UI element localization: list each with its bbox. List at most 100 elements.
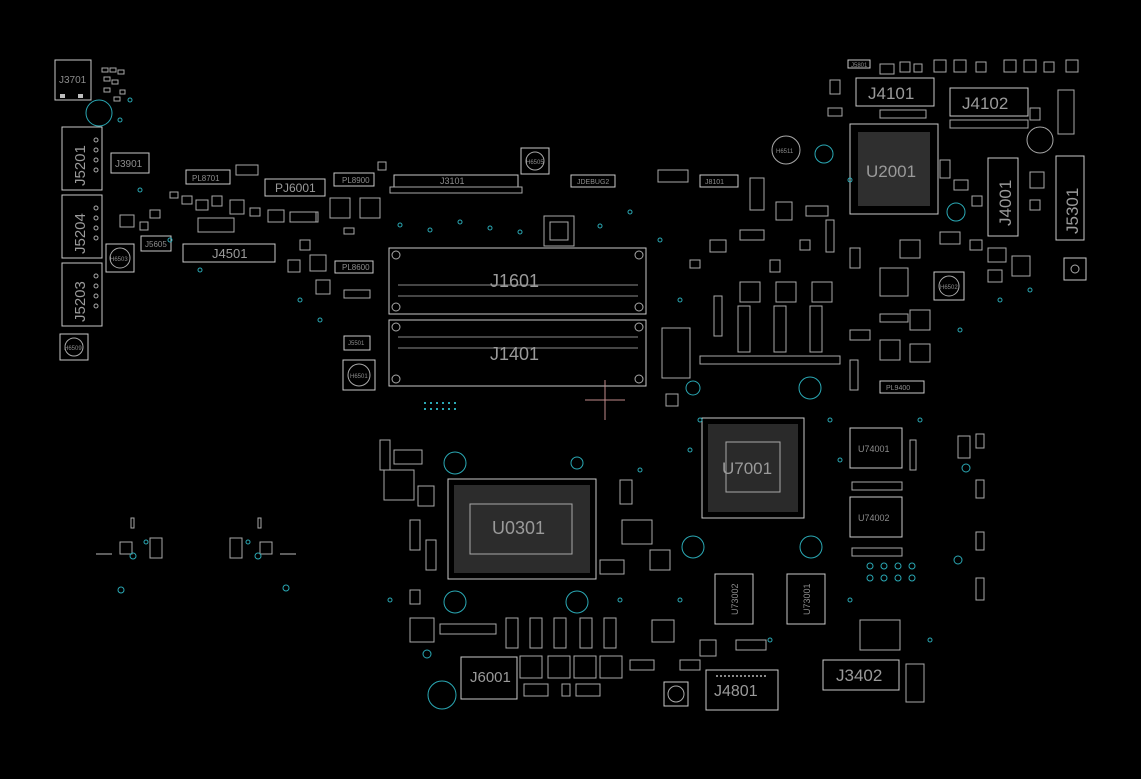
svg-text:PJ6001: PJ6001 — [275, 181, 316, 195]
connector-j3901[interactable]: J3901 — [110, 152, 150, 174]
dimm-slot-j1401[interactable]: J1401 — [388, 319, 647, 387]
smd-part — [665, 393, 679, 407]
connector-j5605[interactable]: J5605 — [140, 235, 172, 252]
smd-cluster-upper-right — [805, 79, 1045, 391]
connector-j3101[interactable]: J3101 — [389, 174, 523, 194]
chip-u0301[interactable]: U0301 — [447, 478, 597, 580]
svg-text:J3101: J3101 — [440, 176, 465, 186]
smd-cluster-cpu-left — [379, 439, 671, 575]
inductor-pj6001[interactable]: PJ6001 — [264, 178, 326, 197]
svg-text:J5605: J5605 — [145, 240, 167, 249]
chip-u2001[interactable]: U2001 — [849, 123, 939, 215]
chip-u74001[interactable]: U74001 — [849, 427, 903, 469]
svg-text:H6509: H6509 — [64, 346, 82, 352]
connector-j5801[interactable]: J5801 — [847, 59, 871, 69]
connector-j8101[interactable]: J8101 — [699, 174, 739, 188]
chip-u74002[interactable]: U74002 — [849, 496, 903, 538]
test-pad — [1063, 257, 1087, 281]
chip-u73001[interactable]: U73001 — [786, 573, 826, 625]
mounting-pad — [1026, 126, 1054, 154]
connector-j5501[interactable]: J5501 — [343, 335, 371, 351]
connector-vertical — [1057, 89, 1075, 135]
connector-j4801[interactable]: J4801 — [705, 669, 779, 711]
svg-text:J5801: J5801 — [851, 63, 868, 69]
svg-text:PL9400: PL9400 — [886, 385, 910, 392]
mounting-hole — [798, 376, 822, 400]
connector-j4001[interactable]: J4001 — [987, 157, 1019, 237]
cursor-crosshair — [585, 380, 625, 420]
inductor-pl8600[interactable]: PL8600 — [334, 260, 374, 274]
svg-text:U7001: U7001 — [722, 459, 772, 478]
mounting-hole — [427, 680, 457, 710]
inductor-row-middle — [689, 201, 841, 365]
svg-text:U0301: U0301 — [492, 518, 545, 538]
dimm-slot-j1601[interactable]: J1601 — [388, 247, 647, 315]
svg-text:U2001: U2001 — [866, 162, 916, 181]
label-j5204: J5204 — [72, 213, 89, 254]
mounting-pad-ring — [667, 685, 685, 703]
svg-text:J4801: J4801 — [714, 683, 758, 700]
label-j5201: J5201 — [72, 145, 89, 186]
mounting-hole — [946, 202, 966, 222]
ic-core — [549, 221, 569, 241]
svg-text:J5301: J5301 — [1063, 188, 1082, 234]
connector-j6001[interactable]: J6001 — [460, 656, 518, 700]
label-j3901: J3901 — [115, 159, 143, 170]
connector-j4101[interactable]: J4101 — [855, 77, 935, 107]
inductor-pl8701[interactable]: PL8701 — [185, 169, 231, 185]
smd-part — [749, 177, 765, 211]
mounting-pad-h6509[interactable]: H6509 — [59, 333, 89, 361]
mounting-pad-h6511[interactable]: H6511 — [771, 135, 801, 165]
svg-text:H6502: H6502 — [940, 285, 958, 291]
svg-text:J1601: J1601 — [490, 271, 539, 291]
connector-j5201[interactable]: J5201 — [61, 126, 103, 191]
smd-part-pl8702 — [289, 211, 319, 223]
mounting-hole — [799, 535, 823, 559]
svg-text:U73001: U73001 — [802, 583, 812, 615]
mounting-hole — [814, 144, 834, 164]
via — [961, 463, 971, 473]
chip-u7001[interactable]: U7001 — [701, 417, 805, 519]
chip-u73002[interactable]: U73002 — [714, 573, 754, 625]
ic-small — [543, 215, 575, 247]
dot-array — [424, 402, 456, 410]
svg-text:U74001: U74001 — [858, 444, 890, 454]
smd-row-top-right — [879, 59, 1079, 75]
test-point-group-right — [229, 517, 296, 592]
mounting-pad-h6501[interactable]: H6501 — [342, 359, 376, 391]
connector-j3402[interactable]: J3402 — [822, 659, 900, 691]
svg-text:J4501: J4501 — [212, 246, 247, 261]
connector-j5204[interactable]: J5204 — [61, 194, 103, 259]
mounting-hole — [443, 451, 467, 475]
via-scatter — [117, 97, 1033, 643]
connector-j5301[interactable]: J5301 — [1055, 155, 1085, 241]
svg-text:J8101: J8101 — [705, 179, 724, 186]
via — [422, 649, 432, 659]
connector-j4501[interactable]: J4501 — [182, 243, 276, 263]
svg-text:J3402: J3402 — [836, 666, 882, 685]
mounting-pad-h6505[interactable]: H6505 — [520, 147, 550, 175]
smd-cluster-top-left — [101, 67, 126, 102]
svg-text:U74002: U74002 — [858, 513, 890, 523]
connector-j5203[interactable]: J5203 — [61, 262, 103, 327]
smd-part — [905, 663, 925, 703]
smd-cluster-gpu-right — [851, 433, 985, 601]
mounting-pad-h6502[interactable]: H6502 — [933, 271, 965, 301]
connector-jdebug2[interactable]: JDEBUG2 — [570, 174, 616, 188]
via-ring — [570, 456, 584, 470]
smd-part — [235, 164, 259, 176]
inductor-pl8900[interactable]: PL8900 — [333, 172, 375, 187]
inductor-pl9400[interactable]: PL9400 — [879, 380, 925, 394]
svg-text:PL8900: PL8900 — [342, 176, 370, 185]
svg-text:J6001: J6001 — [470, 669, 511, 686]
svg-text:J4101: J4101 — [868, 84, 914, 103]
mounting-pad-h6503[interactable]: H6503 — [105, 243, 135, 273]
via — [953, 555, 963, 565]
connector-j4102[interactable]: J4102 — [949, 87, 1029, 117]
svg-text:H6501: H6501 — [350, 374, 368, 380]
connector-j3701[interactable]: J3701 — [54, 59, 92, 101]
test-pad-center — [1070, 264, 1080, 274]
svg-text:J1401: J1401 — [490, 344, 539, 364]
smd-part — [657, 169, 689, 183]
